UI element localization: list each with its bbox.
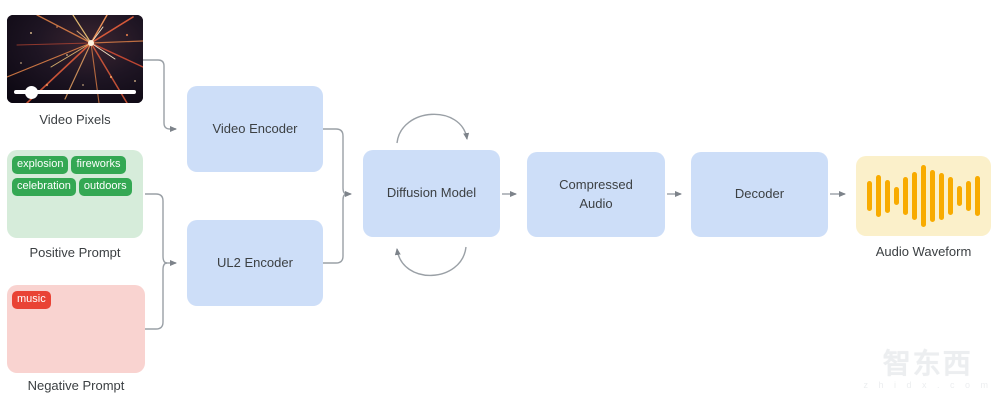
- positive-prompt-label: Positive Prompt: [29, 245, 121, 260]
- waveform-bar: [966, 181, 971, 211]
- audio-waveform-label: Audio Waveform: [875, 244, 972, 259]
- waveform-bar: [876, 175, 881, 217]
- video-encoder-label: Video Encoder: [212, 120, 298, 136]
- audio-waveform-box: [856, 156, 991, 236]
- watermark: 智东西 z h i d x . c o m: [863, 348, 992, 390]
- compressed-audio-label: Compressed Audio: [559, 176, 633, 211]
- prompt-tag: outdoors: [78, 178, 132, 196]
- waveform-bar: [894, 187, 899, 205]
- loop-arc-bottom: [394, 246, 467, 277]
- arrow-ul2-encoder-to-merge: [323, 193, 348, 264]
- waveform-bar: [948, 177, 953, 215]
- prompt-tag: fireworks: [71, 156, 126, 174]
- prompt-tag: music: [12, 291, 51, 309]
- waveform-bar: [939, 172, 944, 220]
- decoder-label: Decoder: [734, 186, 785, 202]
- waveform-bar: [867, 181, 872, 211]
- arrow-video-to-video-encoder: [143, 59, 177, 132]
- waveform-bar: [921, 165, 926, 227]
- diffusion-model-node: Diffusion Model: [363, 150, 500, 237]
- loop-arc-top: [396, 113, 470, 144]
- waveform-bar: [912, 172, 917, 220]
- diffusion-model-label: Diffusion Model: [386, 185, 477, 201]
- waveform-bar: [903, 177, 908, 215]
- negative-prompt-label: Negative Prompt: [27, 378, 125, 393]
- prompt-tag: explosion: [12, 156, 69, 174]
- waveform-bar: [930, 170, 935, 222]
- watermark-subtitle: z h i d x . c o m: [863, 380, 992, 390]
- decoder-node: Decoder: [691, 152, 828, 237]
- video-scrubber-handle[interactable]: [24, 86, 38, 99]
- video-progress-bar[interactable]: [14, 90, 136, 94]
- waveform-bar: [885, 179, 890, 213]
- video-encoder-node: Video Encoder: [187, 86, 323, 172]
- negative-prompt-box: music: [7, 285, 145, 373]
- compressed-audio-node: Compressed Audio: [527, 152, 665, 237]
- ul2-encoder-label: UL2 Encoder: [217, 254, 293, 270]
- prompt-tag: celebration: [12, 178, 76, 196]
- arrow-video-encoder-to-merge: [323, 128, 348, 195]
- waveform-bar: [957, 186, 962, 206]
- arrow-positive-to-merge: [145, 193, 168, 264]
- arrow-negative-to-merge: [145, 262, 168, 330]
- video-thumbnail: [7, 15, 143, 103]
- video-pixels-label: Video Pixels: [39, 112, 111, 127]
- ul2-encoder-node: UL2 Encoder: [187, 220, 323, 306]
- waveform-bar: [975, 176, 980, 216]
- watermark-title: 智东西: [882, 348, 973, 380]
